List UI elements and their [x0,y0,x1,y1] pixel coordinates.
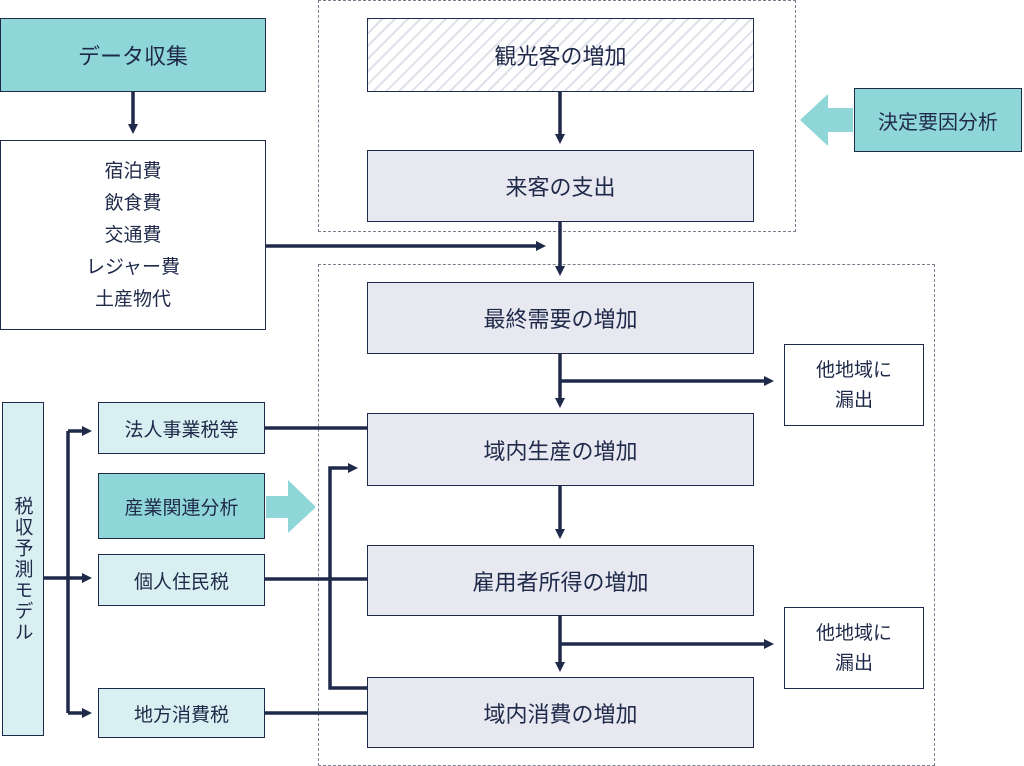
expense-list-box: 宿泊費 飲食費 交通費 レジャー費 土産物代 [0,140,266,330]
tax-model-label: 税収予測モデル [11,495,34,643]
arrow-determinant-analysis [800,94,853,146]
resident-tax-label: 個人住民税 [133,570,229,593]
corporate-tax-label: 法人事業税等 [124,418,239,441]
tourism-region [318,0,796,232]
data-collection-box: データ収集 [0,18,266,92]
tourists-increase-box: 観光客の増加 [367,18,754,92]
determinant-analysis-label: 決定要因分析 [878,109,998,134]
leakage-label-line: 他地域に [815,359,892,381]
io-analysis-box: 産業関連分析 [98,473,265,539]
regional-production-box: 域内生産の増加 [367,413,754,486]
employee-income-label: 雇用者所得の増加 [472,570,649,596]
expense-item: 土産物代 [94,288,171,310]
visitor-spending-box: 来客の支出 [367,150,754,222]
expense-item: レジャー費 [85,256,181,278]
expense-item: 宿泊費 [104,160,162,182]
final-demand-label: 最終需要の増加 [483,308,638,333]
leakage-box-2: 他地域に 漏出 [784,607,924,689]
resident-tax-box: 個人住民税 [98,554,265,606]
tax-model-box: 税収予測モデル [2,402,44,736]
expense-item: 交通費 [104,224,162,246]
data-collection-label: データ収集 [77,45,188,70]
regional-consumption-label: 域内消費の増加 [483,702,638,728]
arrow-io-analysis [266,480,316,533]
visitor-spending-label: 来客の支出 [505,176,616,201]
regional-production-label: 域内生産の増加 [483,439,638,465]
consumption-tax-box: 地方消費税 [98,688,265,738]
expense-item: 飲食費 [104,192,162,214]
tourists-increase-label: 観光客の増加 [494,45,627,70]
final-demand-box: 最終需要の増加 [367,282,754,354]
determinant-analysis-box: 決定要因分析 [854,88,1022,152]
leakage-box-1: 他地域に 漏出 [784,344,924,426]
consumption-tax-label: 地方消費税 [133,703,229,726]
employee-income-box: 雇用者所得の増加 [367,545,754,616]
leakage-label-line: 他地域に [815,622,892,644]
io-analysis-label: 産業関連分析 [124,496,239,519]
corporate-tax-box: 法人事業税等 [98,402,265,454]
leakage-label-line: 漏出 [834,652,873,674]
regional-consumption-box: 域内消費の増加 [367,677,754,748]
leakage-label-line: 漏出 [834,389,873,411]
